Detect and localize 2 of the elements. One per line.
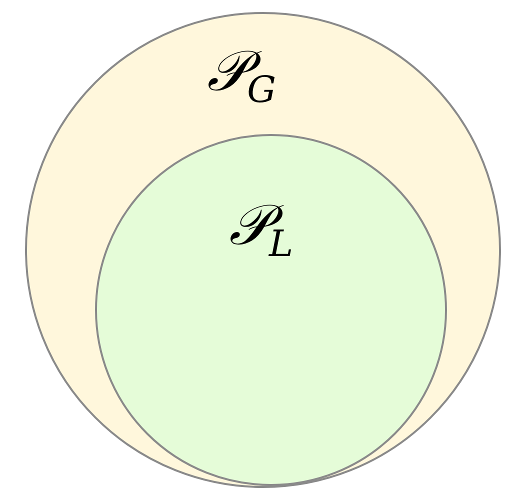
set-label: 𝒫$_{L}$ xyxy=(229,198,294,263)
set-label: 𝒫$_{G}$ xyxy=(207,44,276,109)
